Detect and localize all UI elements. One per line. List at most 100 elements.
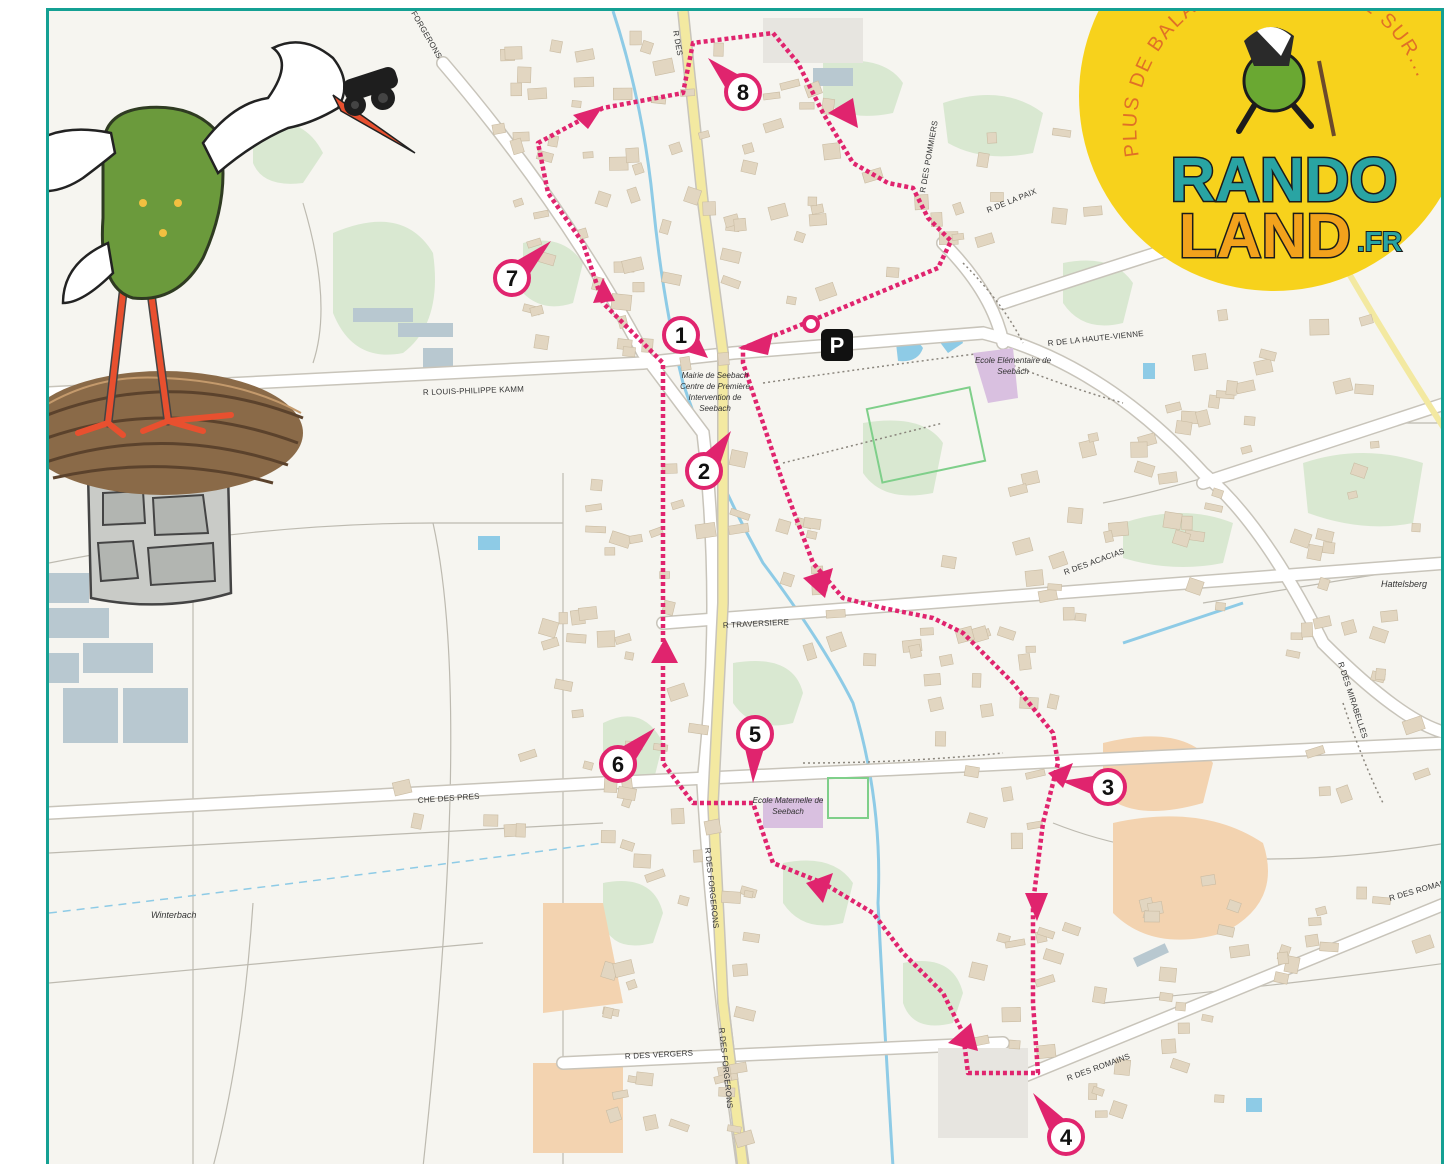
building	[1234, 379, 1256, 395]
building	[963, 765, 980, 779]
step-marker-5[interactable]: 5	[736, 715, 774, 783]
building	[1285, 649, 1301, 659]
street-label: CHE DES PRES	[418, 792, 480, 805]
street-label: FORGERONS	[409, 11, 443, 60]
marker-circle	[1089, 768, 1127, 806]
step-marker-4[interactable]: 4	[1033, 1093, 1085, 1156]
building	[1042, 948, 1065, 965]
building	[619, 839, 636, 852]
building	[608, 530, 632, 549]
building	[574, 48, 595, 63]
step-marker-7[interactable]: 7	[493, 241, 551, 297]
building	[733, 217, 747, 232]
step-marker-6[interactable]: 6	[599, 728, 655, 783]
building	[628, 533, 643, 545]
building	[571, 709, 584, 719]
building	[728, 449, 749, 469]
building	[732, 963, 749, 977]
step-marker-2[interactable]: 2	[685, 431, 731, 490]
building	[1001, 1006, 1021, 1023]
building	[1010, 832, 1023, 850]
building	[971, 673, 982, 688]
building	[687, 722, 710, 736]
building	[584, 503, 603, 513]
step-marker-3[interactable]: 3	[1061, 768, 1127, 806]
vegetation	[253, 60, 1423, 1026]
step-marker-1[interactable]: 1	[662, 316, 708, 358]
building	[1228, 943, 1251, 959]
building	[642, 1114, 659, 1132]
building	[805, 529, 818, 540]
building	[799, 102, 815, 110]
walking-route	[535, 30, 1061, 1076]
building	[491, 122, 506, 135]
building	[863, 653, 877, 667]
building	[1253, 358, 1274, 376]
street-label: R DES VERGERS	[625, 1048, 694, 1061]
building	[1047, 583, 1063, 591]
building	[1225, 380, 1238, 396]
building	[626, 186, 641, 204]
building	[1164, 401, 1182, 414]
building	[1024, 768, 1046, 780]
building	[733, 1006, 757, 1022]
building	[1007, 483, 1029, 497]
poi-label: Seebach	[772, 807, 804, 816]
building	[1108, 1100, 1128, 1119]
building	[631, 162, 645, 176]
building	[614, 633, 632, 645]
building	[1160, 1038, 1177, 1055]
building	[1066, 507, 1084, 524]
building	[1169, 1057, 1191, 1074]
building	[940, 554, 957, 570]
building	[1177, 1022, 1190, 1034]
building	[697, 130, 711, 140]
building	[1130, 441, 1148, 458]
marker-pointer	[685, 336, 708, 358]
marker-circle	[493, 259, 531, 297]
building	[644, 868, 666, 883]
building	[966, 812, 988, 829]
building	[1051, 127, 1072, 138]
building	[594, 190, 612, 208]
building	[1185, 577, 1205, 596]
building	[1411, 522, 1421, 533]
building	[633, 853, 652, 869]
building	[668, 141, 683, 156]
building	[742, 931, 761, 944]
building	[1001, 786, 1014, 802]
building	[1082, 205, 1103, 217]
building	[1315, 905, 1328, 917]
badge-logo-line1: RANDO	[1170, 146, 1397, 215]
building	[1008, 1039, 1021, 1050]
building	[713, 1072, 733, 1085]
building	[1143, 910, 1160, 923]
building	[820, 97, 836, 116]
building	[1411, 934, 1435, 954]
building	[767, 202, 789, 221]
street-label: R DES	[671, 30, 684, 57]
badge-logo-line2: LAND	[1179, 202, 1351, 271]
step-marker-8[interactable]: 8	[708, 58, 762, 111]
building	[648, 526, 664, 538]
building	[719, 247, 742, 264]
street-label: R LOUIS-PHILIPPE KAMM	[423, 384, 524, 397]
building	[1318, 786, 1331, 797]
building	[1020, 470, 1041, 487]
building	[1340, 619, 1358, 636]
building	[1309, 318, 1330, 336]
randoland-badge[interactable]: PLUS DE BALADES EN FRANCE SUR... RANDO L…	[1079, 11, 1441, 291]
school-areas	[763, 348, 1018, 828]
building	[986, 132, 998, 144]
building	[625, 979, 638, 991]
building	[702, 201, 717, 216]
building	[717, 351, 730, 366]
building	[1226, 899, 1242, 914]
building	[1290, 632, 1304, 640]
building	[775, 518, 792, 535]
step-markers: 1 2 3 4 5 6 7 8	[493, 58, 1127, 1156]
building	[1217, 308, 1229, 322]
building	[515, 823, 527, 838]
